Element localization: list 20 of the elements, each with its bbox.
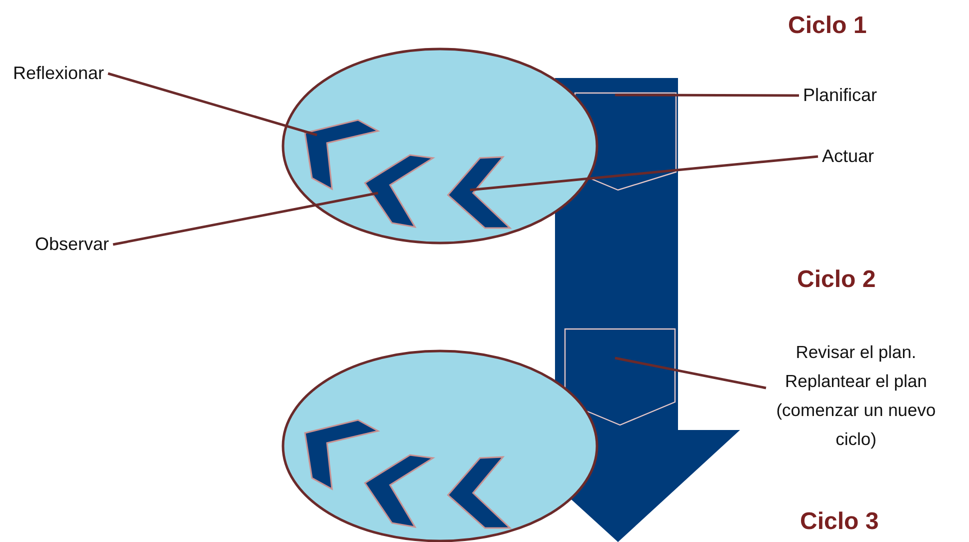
callout-label: Revisar el plan. Replantear el plan (comenzar un nuevo ciclo) [770,338,942,454]
cycle-label: Ciclo 1 [788,12,867,40]
leader-line [614,356,766,390]
chevron-shape [364,154,436,228]
chevron-shape [304,419,380,490]
callout-label: Planificar [803,85,878,106]
callout-label: Actuar [822,146,874,167]
leader-line [615,94,799,97]
callout-label: Observar [35,234,110,255]
cycle-ellipse [282,48,598,244]
chevron-shape [364,454,436,528]
leader-line [470,155,818,192]
leader-line [112,192,378,246]
callout-label: Reflexionar [13,63,104,84]
chevron-shape [304,119,380,190]
cycle-label: Ciclo 2 [797,266,876,294]
cycle-label: Ciclo 3 [800,508,879,536]
chevron-shape [446,156,512,229]
leader-line [108,72,318,136]
chevron-shape [446,456,512,529]
